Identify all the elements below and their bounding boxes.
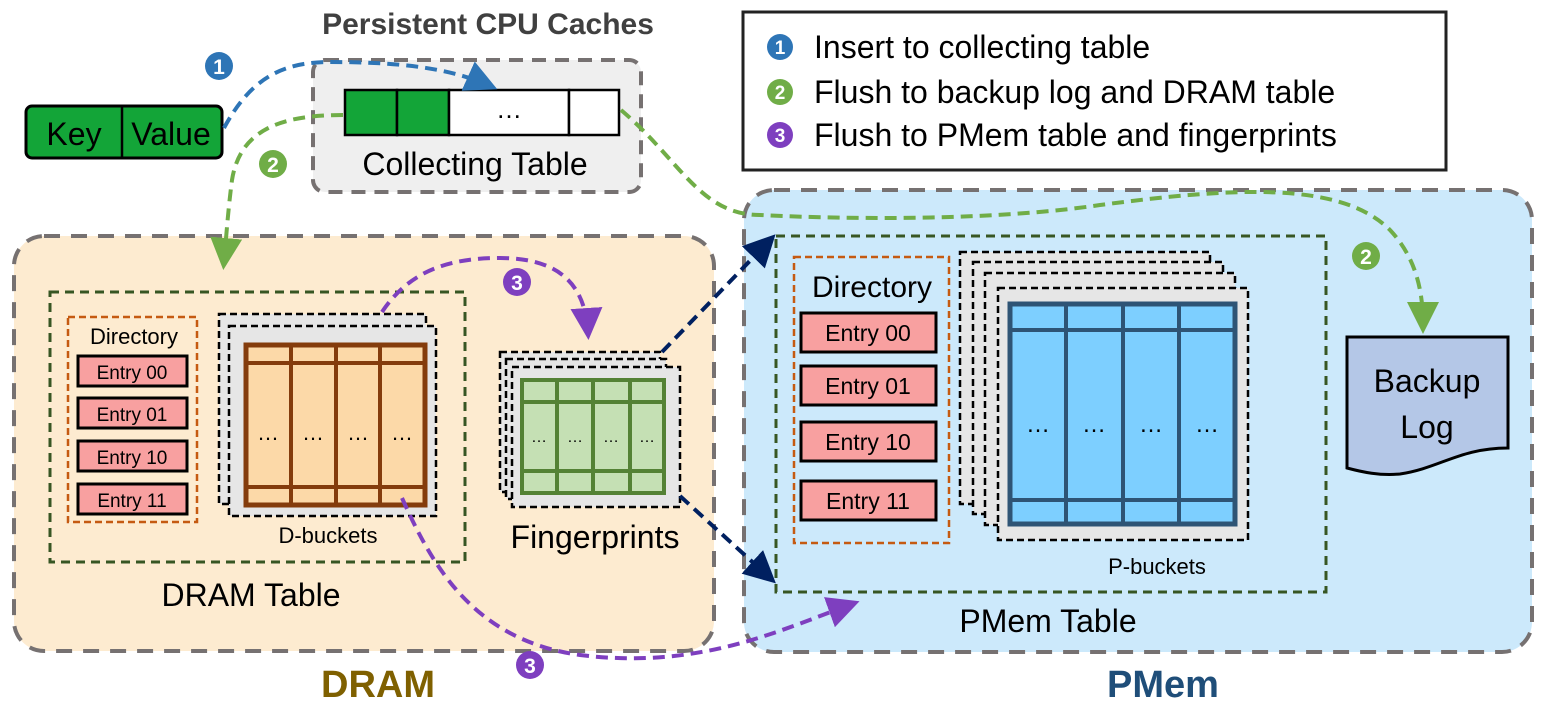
svg-text:…: … [639, 429, 655, 446]
step-2-icon [1352, 242, 1380, 270]
legend-text-3: Flush to PMem table and fingerprints [814, 117, 1337, 153]
svg-text:Entry 00: Entry 00 [825, 320, 911, 346]
legend-item-1: 1 Insert to collecting table [767, 29, 1150, 65]
key-label: Key [46, 116, 101, 152]
legend-text-2: Flush to backup log and DRAM table [814, 74, 1335, 110]
pmem-entry: Entry 10 [799, 420, 938, 463]
step-2-icon [259, 150, 287, 178]
svg-text:…: … [1195, 411, 1219, 438]
pmem-region-label: PMem [1107, 664, 1219, 701]
svg-text:…: … [347, 420, 369, 445]
p-buckets-label: P-buckets [1108, 554, 1206, 579]
svg-text:Entry 01: Entry 01 [97, 405, 168, 426]
svg-text:…: … [603, 429, 619, 446]
p-buckets: … … … … [958, 250, 1250, 542]
pmem-table-label: PMem Table [959, 603, 1136, 639]
dram-region-label: DRAM [321, 664, 435, 701]
pmem-directory-label: Directory [812, 271, 932, 304]
backup-log-label-1: Backup [1374, 363, 1481, 399]
svg-text:Entry 11: Entry 11 [97, 491, 166, 512]
svg-text:Entry 10: Entry 10 [825, 429, 911, 455]
dram-table-label: DRAM Table [161, 577, 340, 613]
svg-text:2: 2 [775, 83, 786, 104]
value-label: Value [131, 116, 210, 152]
dram-directory-label: Directory [90, 324, 178, 349]
pmem-entry: Entry 11 [799, 479, 938, 522]
svg-text:1: 1 [213, 56, 225, 79]
legend-item-3: 3 Flush to PMem table and fingerprints [767, 117, 1337, 153]
step-2-marker-dram: 2 [259, 150, 287, 178]
step-3-marker-fingerprints: 3 [503, 268, 531, 296]
key-value-pair: Key Value [24, 104, 224, 160]
svg-text:…: … [302, 420, 324, 445]
dram-directory: Directory Entry 00 Entry 01 Entry 10 Ent… [66, 315, 199, 524]
collecting-table-ellipsis: … [496, 94, 522, 124]
legend-item-2: 2 Flush to backup log and DRAM table [767, 74, 1335, 110]
pmem-table-box [774, 234, 1328, 594]
d-buckets: … … … … [217, 312, 438, 518]
svg-text:…: … [1139, 411, 1163, 438]
step-3-arrow-fingerprints [380, 255, 603, 340]
svg-text:Entry 01: Entry 01 [825, 373, 911, 399]
svg-text:Entry 10: Entry 10 [97, 448, 168, 469]
svg-text:…: … [257, 420, 279, 445]
svg-text:1: 1 [775, 38, 786, 59]
step-2-arrow-backup [619, 108, 1439, 334]
legend-text-1: Insert to collecting table [814, 29, 1150, 65]
pmem-directory: Directory Entry 00 Entry 01 Entry 10 Ent… [792, 255, 951, 545]
step-3-arrow-pmem [400, 497, 860, 661]
step-2-icon [767, 79, 793, 105]
svg-text:…: … [567, 429, 583, 446]
d-buckets-label: D-buckets [278, 523, 377, 548]
backup-log: Backup Log [1345, 335, 1510, 476]
dram-table-box [48, 290, 467, 564]
step-2-arrow-dram [210, 113, 344, 270]
fingerprints-to-pmem-arrow-bottom [678, 494, 776, 584]
svg-text:3: 3 [775, 126, 786, 147]
dram-entry: Entry 10 [76, 439, 189, 473]
legend: 1 Insert to collecting table 2 Flush to … [741, 10, 1448, 172]
svg-text:…: … [1082, 411, 1106, 438]
step-3-icon [516, 651, 544, 679]
svg-text:…: … [1026, 411, 1050, 438]
collecting-table: … [343, 88, 621, 137]
step-3-icon [767, 122, 793, 148]
dram-entry: Entry 01 [76, 396, 189, 430]
fingerprints-to-pmem-arrow-top [660, 234, 776, 354]
svg-text:…: … [531, 429, 547, 446]
dram-entry: Entry 11 [76, 482, 189, 516]
svg-text:3: 3 [524, 655, 536, 678]
step-1-arrow [222, 59, 498, 129]
step-1-icon [205, 52, 233, 80]
dram-entry: Entry 00 [76, 354, 189, 388]
svg-text:…: … [391, 420, 413, 445]
svg-text:2: 2 [267, 154, 279, 177]
collecting-table-label: Collecting Table [362, 146, 587, 182]
step-3-marker-pmem: 3 [516, 651, 544, 679]
step-1-marker: 1 [205, 52, 233, 80]
fingerprints-label: Fingerprints [511, 519, 680, 555]
persistent-cpu-caches-title: Persistent CPU Caches [322, 8, 654, 41]
backup-log-label-2: Log [1400, 409, 1453, 445]
pmem-entry: Entry 00 [799, 311, 938, 354]
step-3-icon [503, 268, 531, 296]
svg-text:2: 2 [1360, 246, 1372, 269]
svg-text:3: 3 [511, 272, 523, 295]
pmem-entry: Entry 01 [799, 364, 938, 407]
step-2-marker-backup: 2 [1352, 242, 1380, 270]
svg-text:Entry 11: Entry 11 [826, 488, 910, 514]
svg-text:Entry 00: Entry 00 [97, 363, 168, 384]
fingerprints: … … … … [498, 350, 682, 509]
step-1-icon [767, 34, 793, 60]
